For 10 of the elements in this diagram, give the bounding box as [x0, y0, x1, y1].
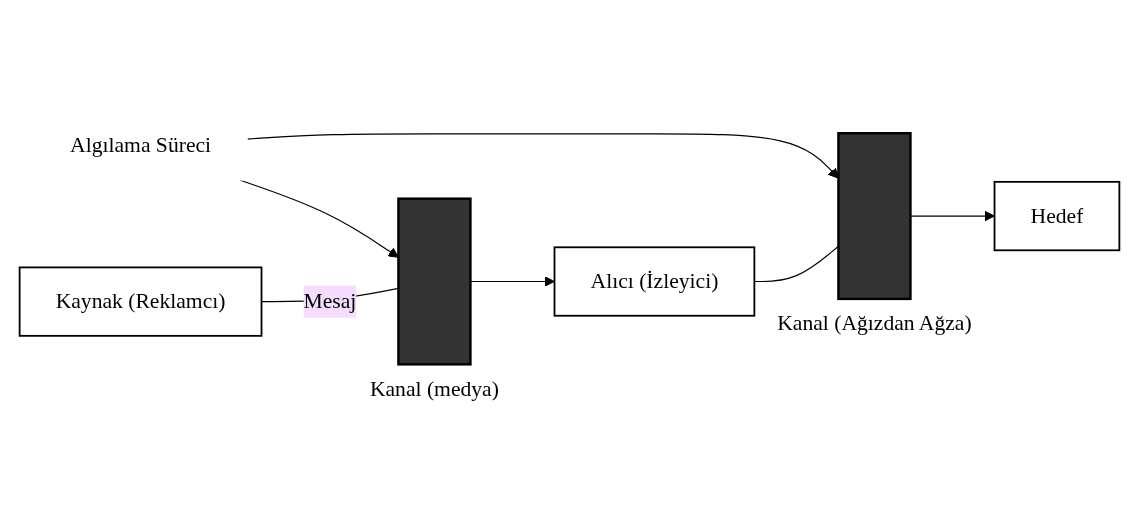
channel-caption: Kanal (medya) — [369, 376, 499, 401]
node-bar — [837, 131, 912, 300]
node-text: Algılama Süreci — [70, 132, 212, 157]
node-box: Alıcı (İzleyici) — [553, 246, 756, 317]
node-box: Kaynak (Reklamcı) — [18, 266, 263, 337]
node-box: Hedef — [993, 180, 1121, 251]
arrow — [239, 179, 399, 258]
channel-caption: Kanal (Ağızdan Ağza) — [777, 310, 972, 335]
node-bar — [397, 197, 472, 366]
edge-label: Mesaj — [303, 288, 357, 313]
